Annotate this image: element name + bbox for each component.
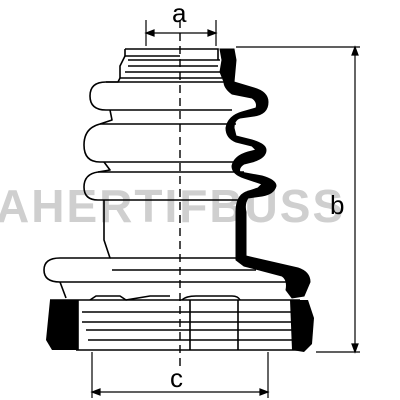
- dimension-b: [236, 45, 360, 354]
- dimension-c: [90, 352, 270, 398]
- dimension-b-label: b: [330, 190, 344, 220]
- ring-block-left: [46, 300, 78, 350]
- boot-section-wall: [219, 48, 311, 299]
- boot-outline-left: [43, 48, 180, 351]
- watermark-text: AHERTIFBUSS: [0, 180, 345, 232]
- dimension-a-label: a: [172, 0, 187, 28]
- dimension-c-label: c: [170, 363, 183, 393]
- dimension-a: [144, 20, 218, 46]
- boot-outline-right: [180, 48, 300, 351]
- ring-block-right: [290, 300, 314, 352]
